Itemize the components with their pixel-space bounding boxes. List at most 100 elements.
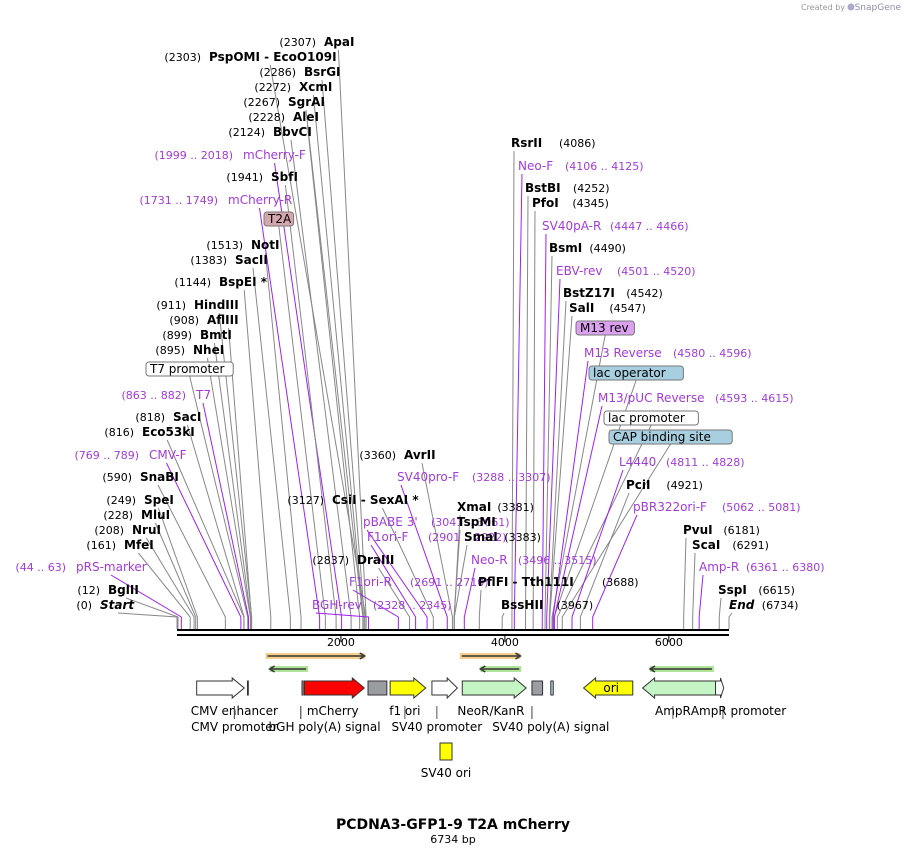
enzyme-position: (1383): [190, 254, 227, 267]
enzyme-position: (899): [162, 329, 192, 342]
site-label-mcherry-r: mCherry-R(1731 .. 1749): [139, 193, 292, 207]
feature-shape: [715, 677, 725, 699]
primer-position: (4447 .. 4466): [610, 220, 689, 233]
leader-line: [145, 537, 195, 629]
enzyme-position: (1941): [226, 171, 263, 184]
primer-name: pRS-marker: [76, 560, 147, 574]
primer-name: SV40pro-F: [397, 470, 459, 484]
primer-binding-arrow: [648, 665, 714, 673]
feature-box-label: M13 rev: [580, 321, 629, 335]
site-label-rsrii: RsrII(4086): [511, 136, 596, 150]
primer-binding-arrow: [459, 652, 522, 660]
primer-name: M13 Reverse: [584, 346, 662, 360]
feature-box-lac-operator: [588, 365, 684, 381]
leader-line: [579, 492, 630, 629]
site-label-bmti: (899)BmtI: [162, 328, 231, 342]
feature-label-mcherry: mCherry: [307, 704, 359, 718]
feature-shape: [531, 680, 544, 696]
feature-shape: [550, 680, 554, 696]
primer-name: SV40pA-R: [542, 219, 601, 233]
feature-box-t7-promoter: [145, 361, 234, 377]
leader-line: [166, 439, 245, 629]
sv40-ori-feature: SV40 ori: [421, 742, 471, 780]
site-label-t7: T7(863 .. 882): [121, 388, 211, 402]
leader-line: [592, 514, 638, 629]
leader-line: [501, 612, 505, 629]
enzyme-name: SbfI: [271, 170, 298, 184]
dna-backbone: [177, 629, 729, 636]
leader-line: [571, 469, 624, 629]
enzyme-name: SspI: [718, 583, 747, 597]
enzyme-name: PspOMI - EcoO109I: [209, 50, 337, 64]
feature-shape: [301, 680, 304, 696]
site-label-lac-promoter: lac promoter: [603, 410, 699, 426]
leader-line: [138, 552, 191, 629]
enzyme-position: (4086): [559, 137, 596, 150]
enzyme-position: (249): [106, 494, 136, 507]
enzyme-name: XcmI: [299, 80, 332, 94]
arrow-right-icon: [359, 652, 367, 660]
enzyme-name: BbvCI: [273, 125, 312, 139]
leader-line: [312, 94, 364, 629]
enzyme-name: NruI: [132, 523, 161, 537]
enzyme-position: (1144): [174, 276, 211, 289]
site-label-bglii: (12)BglII: [77, 583, 138, 597]
feature-element: [431, 676, 459, 700]
enzyme-name: SpeI: [144, 493, 174, 507]
leader-line: [110, 574, 182, 629]
leader-line: [259, 207, 321, 629]
enzyme-position: (3967): [557, 599, 594, 612]
feature-label-sv40-promoter: SV40 promoter: [392, 720, 483, 734]
site-label-spei: (249) SpeI: [106, 493, 173, 507]
primer-name: Amp-R: [699, 560, 739, 574]
enzyme-name: SmaI: [464, 530, 498, 544]
leader-line: [264, 252, 302, 629]
enzyme-position: (2228): [248, 111, 285, 124]
enzyme-name: HindIII: [194, 298, 239, 312]
site-label-saci: (818)SacI: [135, 410, 201, 424]
primer-name: F1ori-R: [349, 575, 392, 589]
primer-position: (4593 .. 4615): [715, 392, 794, 405]
enzyme-position: (4542): [626, 287, 663, 300]
feature-shape: [303, 676, 366, 700]
feature-box-label: lac operator: [593, 366, 666, 380]
feature-label-f1-ori: f1 ori: [389, 704, 420, 718]
leader-line: [553, 405, 603, 629]
leader-line: [321, 79, 365, 629]
enzyme-name: DraIII: [357, 553, 394, 567]
leader-line: [166, 462, 242, 629]
leader-line: [718, 597, 722, 629]
enzyme-position: (12): [77, 584, 100, 597]
snapgene-logo-icon: [847, 3, 855, 11]
enzyme-position: (816): [104, 426, 134, 439]
enzyme-position: (3127): [287, 494, 324, 507]
leader-line: [284, 184, 337, 629]
leader-line: [544, 255, 553, 629]
site-label-xcmi: (2272)XcmI: [254, 80, 332, 94]
site-label-bsmi: BsmI(4490): [549, 241, 626, 255]
site-label-avrii: (3360)AvrII: [359, 448, 435, 462]
leader-line: [556, 424, 652, 629]
enzyme-position: (590): [102, 471, 132, 484]
feature-shape: [246, 680, 249, 696]
site-label-bgh-rev: BGH-rev(2328 .. 2345): [312, 598, 452, 612]
site-label-sacii: (1383)SacII: [190, 253, 267, 267]
enzyme-name: SalI: [569, 301, 594, 315]
site-label-smai: SmaI(3383): [464, 530, 541, 544]
primer-position: (1999 .. 2018): [154, 149, 233, 162]
primer-name: EBV-rev: [556, 264, 602, 278]
site-label-amp-r: Amp-R(6361 .. 6380): [699, 560, 825, 574]
site-label-f1ori-r: F1ori-R(2691 .. 2710): [349, 575, 489, 589]
site-label-afliii: (908)AflIII: [169, 313, 238, 327]
site-label-pbr322ori-f: pBR322ori-F(5062 .. 5081): [633, 500, 801, 514]
enzyme-position: (161): [86, 539, 116, 552]
enzyme-name: NheI: [193, 343, 224, 357]
feature-box-label: T7 promoter: [149, 362, 225, 376]
primer-binding-arrow: [478, 665, 522, 673]
enzyme-position: (228): [103, 509, 133, 522]
site-label-t2a: T2A: [263, 211, 295, 227]
primer-name: BGH-rev: [312, 598, 362, 612]
site-label-eco53ki: (816)Eco53kI: [104, 425, 194, 439]
